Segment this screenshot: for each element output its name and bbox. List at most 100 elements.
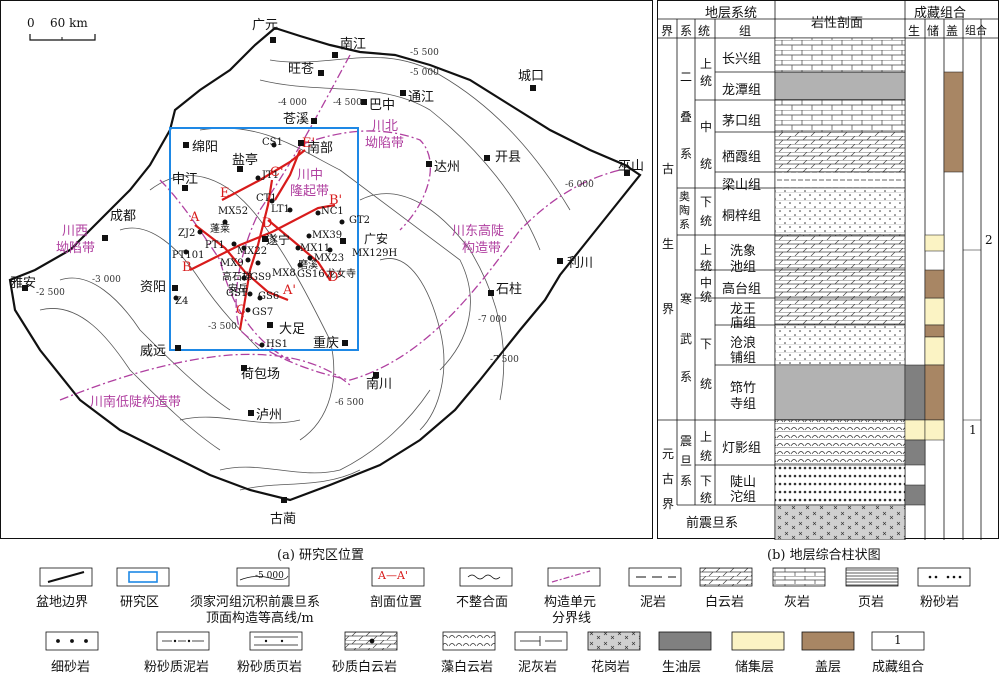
series-char: 统 [700, 74, 713, 88]
section-label: C [236, 303, 246, 318]
section-label: B' [329, 193, 343, 208]
column-caption: (b) 地层综合柱状图 [767, 548, 881, 563]
legend-label: 藻白云岩 [441, 660, 494, 675]
system-char: 二 [680, 70, 693, 84]
header-sheng: 生 [908, 24, 921, 38]
city-label: 资阳 [140, 280, 167, 295]
legend-label: 细砂岩 [51, 660, 91, 675]
city-label: 威远 [140, 344, 167, 359]
tectonic-label-chuanzhong-2: 隆起带 [290, 184, 330, 199]
tectonic-label-chuanbei-1: 川北 [372, 119, 399, 134]
legend-label: 盆地边界 [36, 595, 89, 610]
series-char: 统 [700, 290, 713, 304]
formation-label: 桐梓组 [722, 209, 762, 224]
tectonic-label-chuanxi-2: 坳陷带 [56, 241, 96, 256]
well-label: HS1 [266, 339, 288, 350]
system-char: 武 [680, 332, 693, 346]
contour-label: -4 000 [278, 98, 307, 108]
series-char: 统 [700, 259, 713, 273]
tectonic-label-chuanbei-2: 坳陷带 [365, 136, 405, 151]
legend-label: 泥灰岩 [518, 660, 558, 675]
era-char: 界 [662, 302, 675, 316]
formation-label: 寺组 [730, 397, 757, 412]
city-label: 巴中 [369, 98, 396, 113]
legend-label: 分界线 [552, 611, 592, 626]
well-label: Z4 [175, 296, 189, 307]
system-char: 寒 [680, 292, 693, 306]
system-char: 系 [680, 147, 693, 161]
header-zu: 组 [739, 24, 752, 38]
header-jie: 界 [661, 24, 674, 38]
formation-label: 灯影组 [722, 441, 762, 456]
formation-label: 长兴组 [722, 52, 762, 67]
city-label: 通江 [408, 90, 435, 105]
legend-label: 构造单元 [544, 595, 597, 610]
city-label: 达州 [434, 160, 461, 175]
city-label: 雅安 [10, 276, 37, 291]
city-label: 盐亭 [232, 153, 259, 168]
well-label: MX23 [314, 253, 345, 264]
legend-label: 砂质白云岩 [332, 660, 398, 675]
well-label: GS16 [297, 269, 325, 280]
formation-label: 栖霞组 [722, 150, 762, 165]
header-gai: 盖 [946, 24, 959, 38]
series-char: 上 [700, 430, 713, 444]
well-label: GS6 [258, 291, 280, 302]
city-label: 大足 [279, 322, 306, 337]
well-label: 龙女寺 [326, 269, 356, 280]
tectonic-label-chuandong-2: 构造带 [462, 241, 502, 256]
well-label: LT1 [271, 204, 290, 215]
well-label: NC1 [321, 206, 344, 217]
formation-label: 铺组 [730, 351, 757, 366]
contour-label: -3 000 [92, 275, 121, 285]
well-label: MX129H [352, 248, 398, 259]
era-char: 古 [662, 472, 675, 486]
legend-label: 泥岩 [640, 595, 667, 610]
formation-label: 梁山组 [722, 178, 762, 193]
legend-label: 顶面构造等高线/m [206, 611, 314, 626]
formation-label: 陡山 [730, 475, 757, 490]
legend-label: 剖面位置 [370, 595, 423, 610]
era-char: 元 [662, 447, 675, 461]
well-label: 蓬莱 [210, 224, 230, 235]
section-label: C' [270, 165, 284, 180]
scale-distance-label: 60 km [50, 16, 88, 30]
tectonic-label-chuanxi-1: 川西 [62, 224, 89, 239]
formation-label: 龙潭组 [722, 83, 762, 98]
tectonic-label-chuanzhong-1: 川中 [297, 168, 324, 183]
contour-label: -5 000 [410, 68, 439, 78]
legend-contour-sample: -5 000 [255, 571, 284, 581]
legend-label: 盖层 [815, 660, 842, 675]
accumulation-bars [904, 71, 981, 506]
legend-label: 研究区 [120, 595, 160, 610]
series-char: 中 [700, 120, 713, 134]
tectonic-label-chuannan: 川南低陡构造带 [90, 395, 182, 410]
legend-label: 须家河组沉积前震旦系 [190, 595, 321, 610]
formation-label: 龙王 [730, 302, 757, 317]
section-label: E' [302, 136, 316, 151]
header-xi: 系 [680, 24, 693, 38]
well-label: MX9 [220, 258, 244, 269]
well-label: GS7 [252, 307, 274, 318]
series-char: 统 [700, 157, 713, 171]
well-label: JT1 [262, 170, 280, 181]
well-label: GS1 [226, 288, 248, 299]
series-char: 下 [700, 195, 713, 209]
tectonic-boundaries [59, 54, 621, 401]
contour-label: -6 500 [335, 398, 364, 408]
map-caption: (a) 研究区位置 [277, 548, 365, 563]
legend-label: 灰岩 [784, 595, 811, 610]
city-label: 古蔺 [270, 512, 297, 527]
study-area [169, 127, 359, 351]
formation-label: 沧浪 [730, 336, 757, 351]
header-tong: 统 [698, 24, 711, 38]
series-char: 下 [700, 337, 713, 351]
section-label: B [182, 260, 192, 275]
well-label: CT1 [256, 193, 277, 204]
series-char: 上 [700, 243, 713, 257]
city-label: 苍溪 [283, 112, 310, 127]
well-label: GS9 [250, 272, 272, 283]
system-char: 奥陶系 [679, 190, 690, 231]
contour-label: -4 500 [333, 98, 362, 108]
lithology-column [774, 37, 906, 540]
